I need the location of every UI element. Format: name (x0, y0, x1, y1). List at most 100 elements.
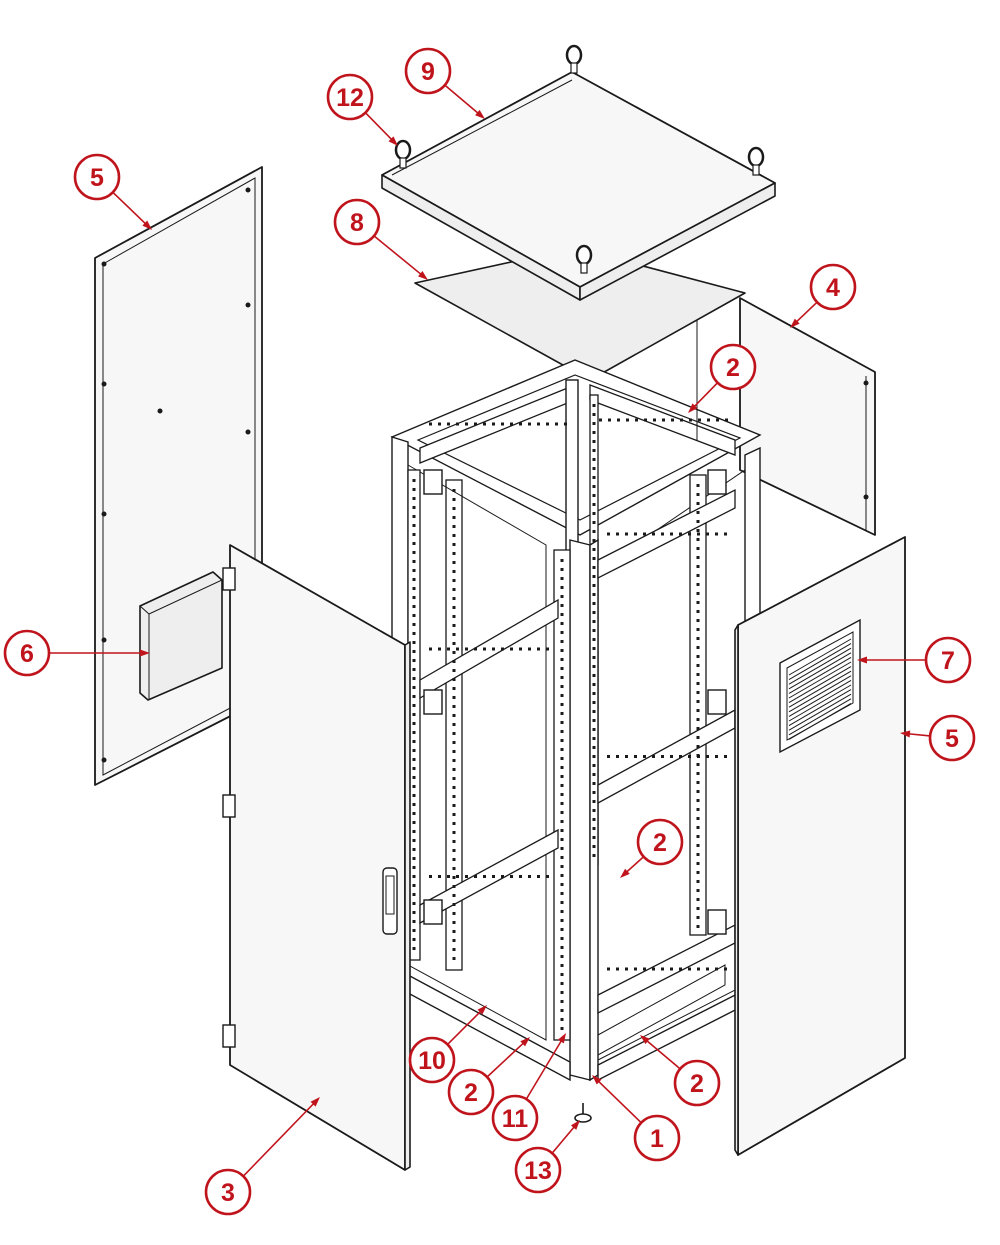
rail-perforation (452, 885, 456, 888)
vent-louver (788, 647, 852, 685)
leader-arrowhead (592, 1075, 602, 1085)
callout-c12: 12 (326, 73, 398, 146)
leader-line (625, 856, 645, 874)
rail-perforation (592, 638, 596, 641)
callout-circle (633, 1114, 681, 1162)
rail-perforation (452, 498, 456, 501)
vent-louver (788, 638, 852, 676)
rail-perforation (560, 577, 564, 580)
rail-perforation (483, 875, 486, 878)
rail-perforation (560, 820, 564, 823)
leader-arrowhead (557, 1033, 566, 1044)
rail-perforation (452, 489, 456, 492)
rail-perforation (560, 721, 564, 724)
rail-perforation (560, 865, 564, 868)
rail-perforation (452, 588, 456, 591)
rail-perforation (412, 740, 416, 743)
vent-louver (788, 689, 852, 727)
rail-perforation (661, 532, 664, 536)
callout-number: 2 (726, 354, 740, 382)
rail-perforation (696, 637, 700, 640)
rail-perforation (592, 692, 596, 695)
rail-perforation (412, 677, 416, 680)
rail-perforation (452, 606, 456, 609)
fan-unit (139, 571, 223, 701)
rail-perforation (592, 683, 596, 686)
rail-perforation (564, 422, 567, 426)
rail-perforation (412, 803, 416, 806)
rail-perforation (452, 894, 456, 897)
rail-perforation (560, 748, 564, 751)
rail-perforation (592, 503, 596, 506)
rail-perforation (452, 696, 456, 699)
rail-perforation (696, 817, 700, 820)
rail-perforation (696, 826, 700, 829)
rail-perforation (592, 476, 596, 479)
rail-perforation (447, 422, 450, 426)
rail-perforation (679, 967, 682, 971)
rail-perforation (438, 647, 441, 651)
leader-arrowhead (640, 1035, 650, 1045)
rail-perforation (465, 422, 468, 426)
rail-perforation (560, 838, 564, 841)
rail-perforation (607, 755, 610, 758)
rail-perforation (592, 854, 596, 857)
callout-circle (709, 343, 757, 391)
rail-perforation (616, 967, 619, 971)
rail-perforation (592, 791, 596, 794)
rail-perforation (625, 755, 628, 758)
rail-perforation (412, 704, 416, 707)
rail-perforation (560, 874, 564, 877)
callout-c2-right: 2 (640, 1035, 721, 1107)
rail-perforation (452, 813, 456, 816)
leader-line (364, 112, 393, 141)
rail-perforation (452, 660, 456, 663)
vent-louver (788, 693, 852, 731)
rail-perforation (592, 467, 596, 470)
rail-perforation (452, 615, 456, 618)
rail-perforation (670, 755, 673, 758)
vent-louver (788, 670, 852, 708)
rail-perforation (412, 542, 416, 545)
rail-perforation (452, 570, 456, 573)
leader-line (907, 732, 931, 737)
rail-perforation (474, 647, 477, 651)
rail-perforation (560, 811, 564, 814)
rail-perforation (412, 614, 416, 617)
callout-number: 4 (826, 274, 840, 302)
rail-perforation (412, 785, 416, 788)
callout-number: 2 (464, 1079, 478, 1107)
rail-perforation (560, 964, 564, 967)
leader-line (373, 235, 423, 276)
vent-louver (788, 679, 852, 717)
rail-perforation (560, 847, 564, 850)
rail-perforation (560, 712, 564, 715)
rail-perforation (412, 731, 416, 734)
front-door (222, 544, 411, 1171)
rail-perforation (560, 586, 564, 589)
leader-arrowhead (620, 868, 630, 878)
rail-perforation (412, 938, 416, 941)
rail-perforation (412, 866, 416, 869)
rail-perforation (474, 422, 477, 426)
rail-perforation (474, 875, 477, 878)
rail-perforation (592, 431, 596, 434)
leader-arrowhead (857, 656, 867, 664)
rail-perforation (452, 804, 456, 807)
rail-perforation (592, 575, 596, 578)
rail-perforation (592, 674, 596, 677)
rail-perforation (546, 875, 549, 878)
rail-perforation (696, 556, 700, 559)
rail-perforation (696, 844, 700, 847)
callout-number: 11 (502, 1105, 529, 1133)
rail-perforation (560, 685, 564, 688)
rail-perforation (412, 839, 416, 842)
rail-perforation (452, 687, 456, 690)
rail-perforation (592, 665, 596, 668)
rail-perforation (452, 732, 456, 735)
rail-perforation (452, 642, 456, 645)
rail-perforation (592, 782, 596, 785)
rail-perforation (592, 494, 596, 497)
rail-perforation (560, 937, 564, 940)
rail-perforation (560, 991, 564, 994)
